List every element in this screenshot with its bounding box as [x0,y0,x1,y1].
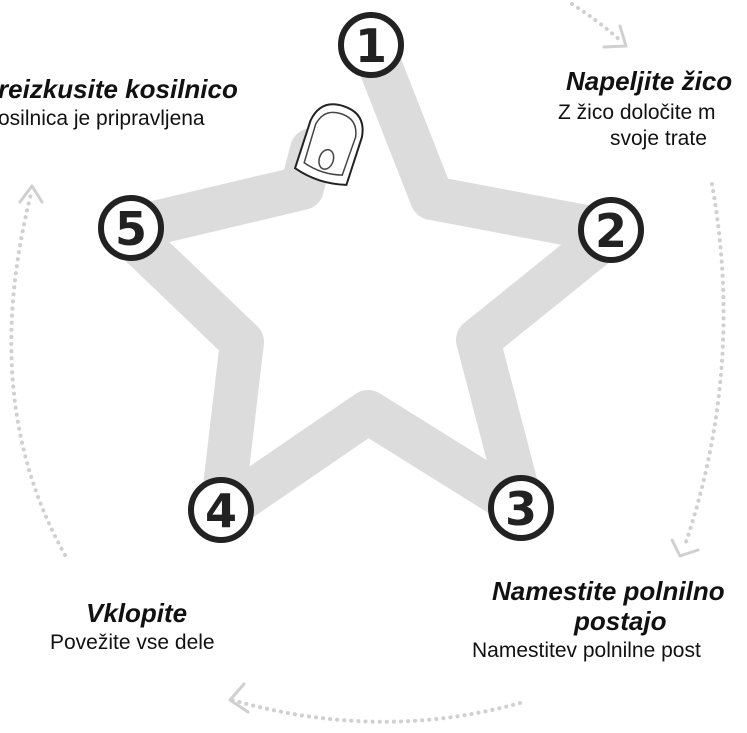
step-2-number: 2 [595,204,627,258]
step-2-marker: 2 [578,197,644,263]
step-5-number: 5 [115,202,147,256]
arrowhead-top [602,24,628,49]
step-3-number: 3 [505,482,537,536]
step-5-label: reizkusite kosilnico osilnica je priprav… [0,74,238,132]
cycle-arrows [9,2,726,724]
step-2-desc-line2: svoje trate [610,127,707,150]
arrowhead-bottom [228,682,250,714]
step-1-number: 1 [355,19,387,73]
step-2-desc: Z žico določite m [558,101,716,124]
step-5-desc: osilnica je pripravljena [0,107,205,130]
step-4-desc: Povežite vse dele [50,631,215,654]
arrow-heads [18,24,700,714]
robot-mower-icon [293,103,364,186]
arrowhead-right [670,538,700,558]
step-2-label: Napeljite žico Z žico določite m svoje t… [558,66,733,152]
step-2-title: Napeljite žico [566,66,733,96]
arc-arrow-left [9,188,67,557]
step-4-label: Vklopite Povežite vse dele [50,598,215,656]
arc-arrow-right [682,182,726,550]
arc-arrow-bottom [230,698,522,724]
step-3-title: Namestite polnilno [492,576,725,606]
step-3-label: Namestite polnilno postajo Namestitev po… [472,576,725,664]
step-3-marker: 3 [488,475,554,541]
star-path [103,23,634,534]
step-4-title: Vklopite [86,598,188,628]
step-3-desc: Namestitev polnilne post [472,639,701,662]
step-4-marker: 4 [188,477,254,543]
step-1-marker: 1 [338,12,404,78]
step-3-title-line2: postajo [574,606,667,636]
step-5-title: reizkusite kosilnico [0,74,238,104]
arrowhead-left [18,184,44,204]
arc-arrow-top [570,2,624,44]
step-4-number: 4 [205,484,237,538]
step-5-marker: 5 [98,195,164,261]
